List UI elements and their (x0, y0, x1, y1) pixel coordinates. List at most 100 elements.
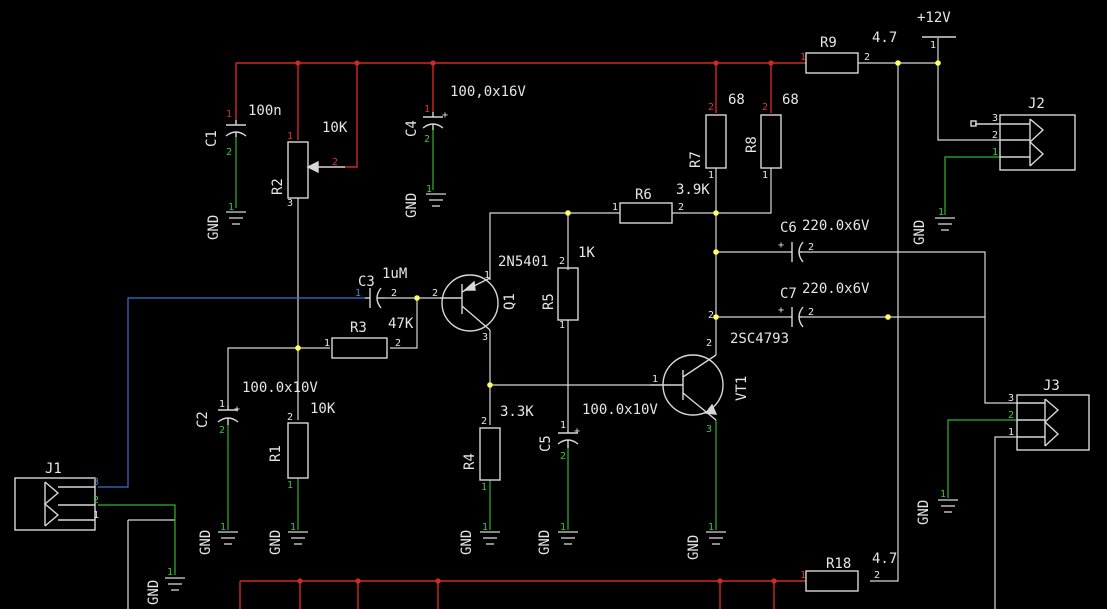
j3-ref: J3 (1043, 378, 1060, 394)
c2-value: 100.0x10V (242, 380, 318, 396)
r2-ref: R2 (270, 178, 286, 195)
pin-number: 1 (938, 207, 944, 218)
gnd-label: GND (146, 580, 162, 605)
pin-number: 2 (1008, 410, 1014, 421)
gnd-label: GND (912, 220, 928, 245)
r1-ref: R1 (268, 445, 284, 462)
pin-number: 1 (484, 270, 490, 281)
pin-number: 1 (762, 170, 768, 181)
j2-ref: J2 (1028, 96, 1045, 112)
pin-number: 1 (167, 567, 173, 578)
pin-number: 1 (800, 52, 806, 63)
pin-number: 2 (874, 570, 880, 581)
gnd-label: GND (268, 530, 284, 555)
r18-resistor (805, 570, 859, 592)
vt1-value: 2SC4793 (730, 331, 789, 347)
pin-number: 2 (424, 134, 430, 145)
plus-mark: + (234, 404, 240, 415)
pin-number: 1 (219, 399, 225, 410)
pin-number: 3 (706, 424, 712, 435)
pin-number: 2 (481, 416, 487, 427)
r6-resistor (619, 202, 673, 224)
r3-value: 47K (388, 316, 414, 332)
pin-number: 2 (287, 412, 293, 423)
pin-number: 1 (424, 104, 430, 115)
c4-value: 100,0x16V (450, 84, 526, 100)
pin-number: 1 (426, 184, 432, 195)
pin-number: 1 (708, 522, 714, 533)
plus-mark: + (778, 240, 784, 251)
c7-value: 220.0x6V (802, 281, 870, 297)
c1-ref: C1 (204, 130, 220, 147)
pin-number: 1 (1008, 427, 1014, 438)
pin-number: 3 (992, 113, 998, 124)
gnd-nets (98, 130, 1017, 575)
r7-ref: R7 (688, 151, 704, 168)
junctions (295, 60, 941, 388)
pin-number: 1 (220, 522, 226, 533)
plus-mark: + (574, 426, 580, 437)
r5-ref: R5 (541, 293, 557, 310)
pin-number: 2 (708, 102, 714, 113)
input-net (98, 297, 365, 488)
gnd-label: GND (198, 530, 214, 555)
q1-value: 2N5401 (498, 254, 549, 270)
c6-capacitor (790, 241, 804, 263)
c5-ref: C5 (538, 435, 554, 452)
vt1-transistor (650, 354, 724, 421)
gnd-label: GND (537, 530, 553, 555)
vcc-net (235, 62, 806, 609)
vcc-junctions (295, 60, 777, 584)
gnd-label: GND (459, 530, 475, 555)
pin-number: 1 (708, 170, 714, 181)
r8-value: 68 (782, 92, 799, 108)
pin-number: 3 (287, 198, 293, 209)
r4-ref: R4 (462, 453, 478, 470)
c3-capacitor (365, 287, 385, 309)
pin-number: 2 (391, 288, 397, 299)
pin-number: 2 (992, 130, 998, 141)
r7-value: 68 (728, 92, 745, 108)
gnd-label: GND (686, 535, 702, 560)
c2-capacitor (217, 405, 239, 425)
plus-mark: + (778, 305, 784, 316)
r3-resistor (331, 337, 388, 359)
pin-number: 3 (1008, 393, 1014, 404)
j2-connector (970, 114, 1076, 171)
gnd-symbols (165, 193, 958, 591)
pin-number: 2 (762, 102, 768, 113)
q1-ref: Q1 (502, 293, 518, 310)
pin-number: 2 (432, 288, 438, 299)
pin-number: 2 (864, 52, 870, 63)
r18-value: 4.7 (872, 551, 897, 567)
pin-number: 1 (930, 40, 936, 51)
r5-resistor (557, 267, 579, 321)
pin-number: 2 (559, 256, 565, 267)
pin-number: 2 (808, 307, 814, 318)
r6-value: 3.9K (676, 182, 710, 198)
j1-connector (14, 477, 96, 531)
plus-mark: + (442, 110, 448, 121)
pin-number: 3 (93, 477, 99, 488)
r18-ref: R18 (826, 556, 851, 572)
c1-value: 100n (248, 103, 282, 119)
r2-potentiometer (287, 141, 345, 199)
pin-number: 1 (481, 482, 487, 493)
pin-number: 1 (290, 522, 296, 533)
pin-number: 3 (482, 332, 488, 343)
c6-ref: C6 (780, 220, 797, 236)
pin-number: 1 (612, 202, 618, 213)
pin-number: 1 (287, 131, 293, 142)
pin-number: 2 (93, 495, 99, 506)
r9-resistor (805, 52, 859, 74)
c5-value: 100.0x10V (582, 402, 658, 418)
pin-number: 2 (678, 202, 684, 213)
pin-number: 1 (482, 522, 488, 533)
r4-resistor (479, 427, 501, 481)
r5-value: 1K (578, 245, 595, 261)
pin-number: 1 (560, 522, 566, 533)
c4-ref: C4 (404, 120, 420, 137)
gnd-label: GND (404, 193, 420, 218)
pin-number: 1 (93, 510, 99, 521)
